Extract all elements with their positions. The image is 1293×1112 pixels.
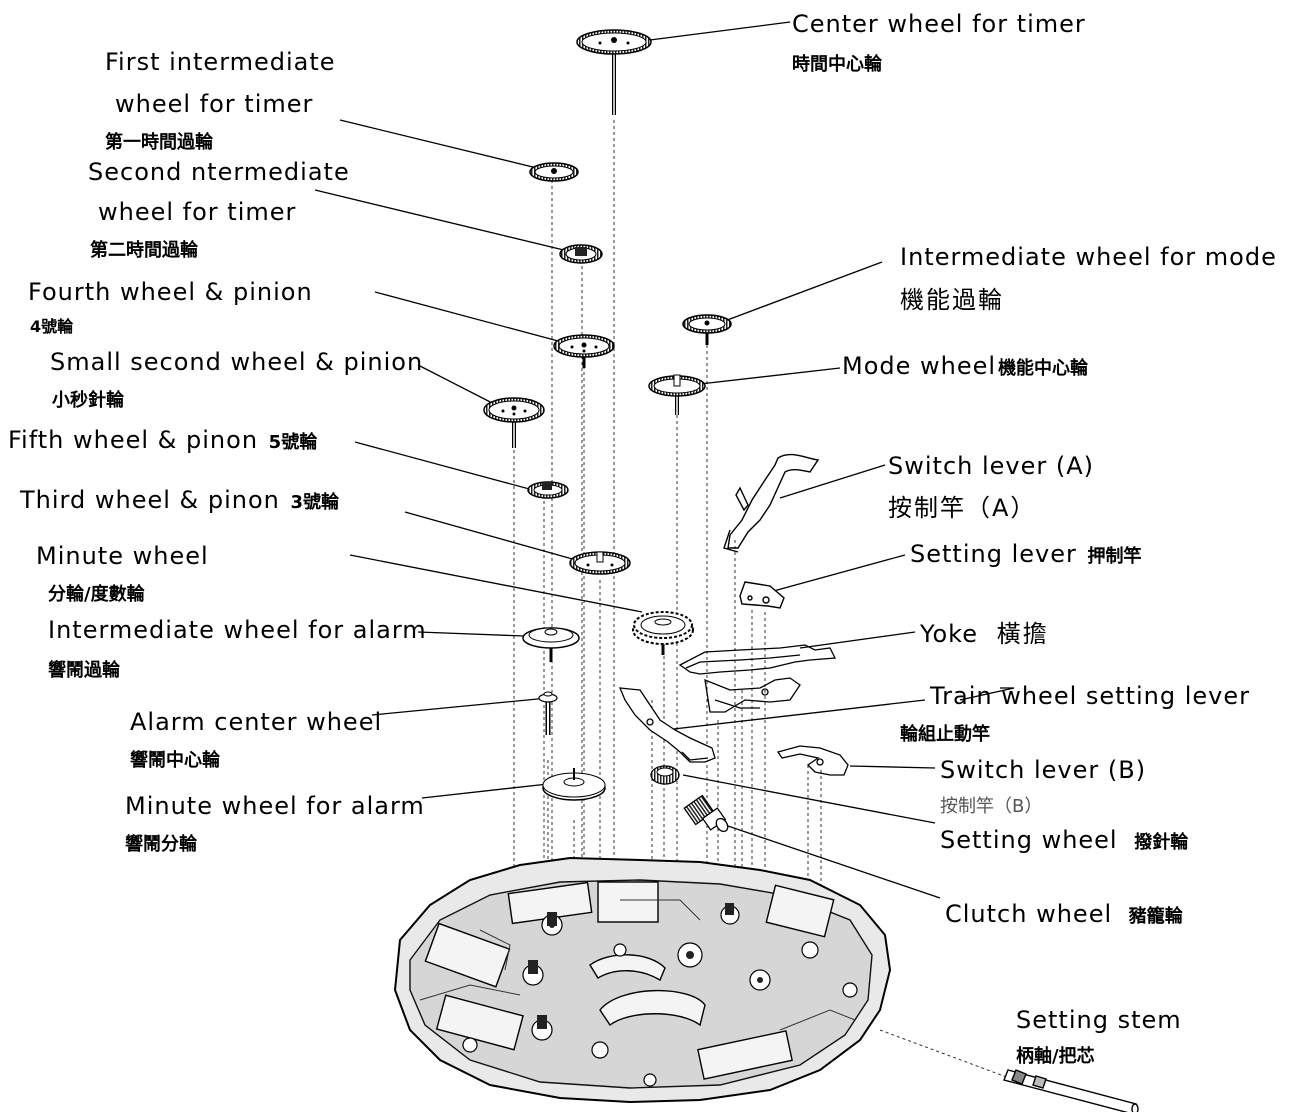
alarm-center-wheel-drawing [538,691,558,735]
stem-dashed-line [879,1029,1021,1083]
leader-lines [314,21,1015,899]
second-intermediate-wheel-drawing [559,244,603,264]
label-en: Setting lever [910,540,1077,568]
label-second-intermediate-line2: wheel for timer [98,198,297,226]
intermediate-mode-wheel-drawing [682,314,732,345]
label-first-intermediate-zh: 第一時間過輪 [105,132,213,153]
small-second-wheel-drawing [483,397,545,448]
label-zh: 橫擔 [996,620,1049,648]
switch-lever-b-drawing [776,745,849,776]
label-zh: 3號輪 [290,492,340,513]
label-setting-lever: Setting lever 押制竿 [910,540,1141,571]
third-wheel-drawing [569,551,631,575]
label-train-wheel-setting-lever-zh: 輪組止動竿 [900,724,990,745]
minute-wheel-drawing [632,611,694,655]
label-minute-wheel-alarm: Minute wheel for alarm [125,792,425,820]
label-minute-wheel: Minute wheel [36,542,209,570]
label-en: Third wheel & pinon [20,486,280,514]
label-fourth-wheel-zh: 4號輪 [30,317,74,336]
label-small-second-wheel: Small second wheel & pinion [50,348,424,376]
label-third-wheel: Third wheel & pinon 3號輪 [20,486,339,517]
label-yoke: Yoke 橫擔 [920,620,1049,648]
train-wheel-setting-lever-drawing [618,687,716,763]
label-train-wheel-setting-lever: Train wheel setting lever [930,682,1250,710]
label-fourth-wheel: Fourth wheel & pinion [28,278,313,306]
switch-lever-a-drawing [723,453,820,553]
label-first-intermediate-line2: wheel for timer [115,90,314,118]
label-intermediate-alarm: Intermediate wheel for alarm [48,616,427,644]
setting-stem-drawing [1003,1069,1139,1112]
label-center-wheel-timer: Center wheel for timer [792,10,1086,38]
label-switch-lever-a-zh: 按制竿（A） [888,494,1037,522]
label-en: Setting wheel [940,826,1118,854]
label-intermediate-mode-zh: 機能過輪 [900,286,1004,314]
label-alarm-center-wheel-zh: 響鬧中心輪 [130,750,220,771]
label-second-intermediate-line1: Second ntermediate [88,158,350,186]
label-setting-stem-zh: 柄軸/把芯 [1016,1046,1095,1067]
setting-wheel-drawing [650,765,680,785]
label-fifth-wheel: Fifth wheel & pinon 5號輪 [8,426,317,457]
label-intermediate-alarm-zh: 響鬧過輪 [48,660,120,681]
label-switch-lever-b-zh: 按制竿（B） [940,796,1043,817]
label-center-wheel-timer-zh: 時間中心輪 [792,54,882,75]
clutch-wheel-drawing [683,794,729,833]
label-setting-stem: Setting stem [1016,1006,1182,1034]
label-switch-lever-b: Switch lever (B) [940,756,1147,784]
label-clutch-wheel: Clutch wheel 豬籠輪 [945,900,1183,931]
mode-wheel-drawing [648,374,706,415]
label-second-intermediate-zh: 第二時間過輪 [90,240,198,261]
label-switch-lever-a: Switch lever (A) [888,452,1095,480]
label-minute-wheel-alarm-zh: 響鬧分輪 [125,834,197,855]
main-plate-drawing [393,856,892,1104]
yoke-drawing [678,644,837,713]
label-en: Yoke [920,620,978,648]
label-first-intermediate-line1: First intermediate [105,48,336,76]
label-zh: 押制竿 [1087,546,1142,567]
first-intermediate-wheel-drawing [529,162,579,182]
label-intermediate-mode: Intermediate wheel for mode [900,243,1277,271]
center-wheel-timer-drawing [576,29,652,115]
label-zh: 機能中心輪 [998,358,1089,379]
label-zh: 豬籠輪 [1128,906,1183,927]
label-en: Mode wheel [842,352,997,380]
label-minute-wheel-zh: 分輪/度數輪 [48,584,145,605]
label-zh: 撥針輪 [1134,832,1189,853]
fifth-wheel-drawing [527,481,569,499]
label-setting-wheel: Setting wheel 撥針輪 [940,826,1188,857]
label-en: Fifth wheel & pinon [8,426,259,454]
minute-wheel-alarm-drawing [542,768,606,801]
fourth-wheel-drawing [553,334,615,368]
label-en: Center wheel for timer [792,10,1086,38]
label-alarm-center-wheel: Alarm center wheel [130,708,383,736]
setting-lever-drawing [739,581,785,609]
intermediate-alarm-wheel-drawing [522,627,580,662]
label-en: Clutch wheel [945,900,1113,928]
label-zh: 5號輪 [268,432,318,453]
label-small-second-wheel-zh: 小秒針輪 [52,390,124,411]
